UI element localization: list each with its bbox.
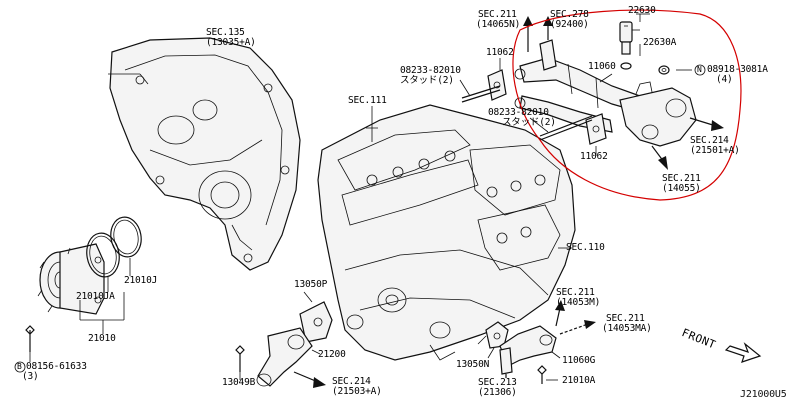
label-22630[interactable]: 22630	[628, 5, 656, 16]
label-sec211-top[interactable]: SEC.211	[478, 9, 517, 20]
bolt-21010a[interactable]	[537, 365, 547, 384]
front-arrow	[724, 342, 762, 363]
label-b-bolt-qty: (3)	[22, 371, 39, 382]
highlight-outline	[512, 9, 742, 201]
sensor-o-ring-22630a[interactable]	[620, 62, 632, 70]
label-stud-mid-text: スタッド(2)	[502, 117, 556, 128]
label-sec211-right-code: (14055)	[662, 183, 701, 194]
label-21010ja[interactable]: 21010JA	[76, 291, 115, 302]
label-sec278-code: (92400)	[550, 19, 589, 30]
label-13049b[interactable]: 13049B	[222, 377, 256, 388]
arrow-to-sec211-right	[651, 145, 668, 170]
label-sec214-bottom-code: (21503+A)	[332, 386, 382, 397]
label-sec211-b1-code: (14053M)	[556, 297, 601, 308]
bolt-13049b[interactable]	[235, 345, 245, 372]
label-sec135-code: (13035+A)	[206, 37, 256, 48]
thermostat-housing-21200[interactable]	[256, 327, 313, 387]
label-11060g[interactable]: 11060G	[562, 355, 596, 366]
label-sec135[interactable]: SEC.135	[206, 27, 245, 38]
label-11062-bottom[interactable]: 11062	[580, 151, 608, 162]
label-13050p[interactable]: 13050P	[294, 279, 328, 290]
label-11062-top[interactable]: 11062	[486, 47, 514, 58]
gasket-11062-bottom[interactable]	[585, 113, 607, 145]
label-22630a[interactable]: 22630A	[643, 37, 677, 48]
fitting-sec213[interactable]	[499, 347, 513, 375]
arrow-to-sec211-top	[523, 16, 533, 52]
gasket-11062-top[interactable]	[487, 69, 507, 101]
label-21010j[interactable]: 21010J	[124, 275, 158, 286]
label-sec211-b2-code: (14053MA)	[602, 323, 652, 334]
label-sec211-top-code: (14065N)	[476, 19, 521, 30]
b-symbol-circle	[14, 361, 26, 373]
label-n-symbol: N	[697, 65, 702, 74]
fitting-13050n[interactable]	[485, 321, 509, 349]
label-b-symbol: B	[17, 362, 22, 371]
arrow-to-sec278	[543, 16, 553, 40]
label-21010a[interactable]: 21010A	[562, 375, 596, 386]
label-stud-top-text: スタッド(2)	[400, 75, 454, 86]
label-21200[interactable]: 21200	[318, 349, 346, 360]
label-sec111[interactable]: SEC.111	[348, 95, 387, 106]
label-sec213-code: (21306)	[478, 387, 517, 398]
label-13050n[interactable]: 13050N	[456, 359, 490, 370]
timing-cover[interactable]	[109, 37, 301, 271]
stud-08233-mid[interactable]	[539, 115, 593, 141]
label-sec278[interactable]: SEC.278	[550, 9, 589, 20]
engine-block[interactable]	[317, 104, 576, 361]
sheet-code: J21000U5	[740, 389, 787, 400]
water-pump[interactable]	[37, 243, 105, 315]
water-outlet-housing[interactable]	[619, 81, 697, 147]
arrow-to-sec214-right	[689, 117, 724, 131]
pump-bolt-08156[interactable]	[25, 325, 35, 352]
label-sec214-right[interactable]: SEC.214	[690, 135, 729, 146]
bolt-08918[interactable]	[658, 65, 670, 75]
arrow-to-sec211-b2	[559, 320, 596, 335]
label-stud-mid-num[interactable]: 08233-82010	[488, 107, 549, 118]
label-sec211-right[interactable]: SEC.211	[662, 173, 701, 184]
stud-08233-top[interactable]	[461, 85, 501, 103]
pump-gasket-21010j[interactable]	[108, 215, 144, 260]
arrow-to-sec211-b1	[555, 300, 565, 327]
arrow-to-sec214-bottom	[293, 371, 326, 388]
label-sec214-bottom[interactable]: SEC.214	[332, 376, 371, 387]
temperature-sensor-22630[interactable]	[619, 21, 633, 55]
label-11060[interactable]: 11060	[588, 61, 616, 72]
label-n-bolt-qty: (4)	[716, 74, 733, 85]
label-sec214-right-code: (21501+A)	[690, 145, 740, 156]
label-n-bolt-num[interactable]: 08918-3081A	[707, 64, 768, 75]
label-sec213[interactable]: SEC.213	[478, 377, 517, 388]
label-b-bolt-num[interactable]: 08156-61633	[26, 361, 87, 372]
pump-gasket-21010ja[interactable]	[83, 231, 122, 280]
label-21010[interactable]: 21010	[88, 333, 116, 344]
n-symbol-circle	[694, 64, 706, 76]
label-sec211-b1[interactable]: SEC.211	[556, 287, 595, 298]
label-sec211-b2[interactable]: SEC.211	[606, 313, 645, 324]
label-stud-top-num[interactable]: 08233-82010	[400, 65, 461, 76]
label-sec110[interactable]: SEC.110	[566, 242, 605, 253]
